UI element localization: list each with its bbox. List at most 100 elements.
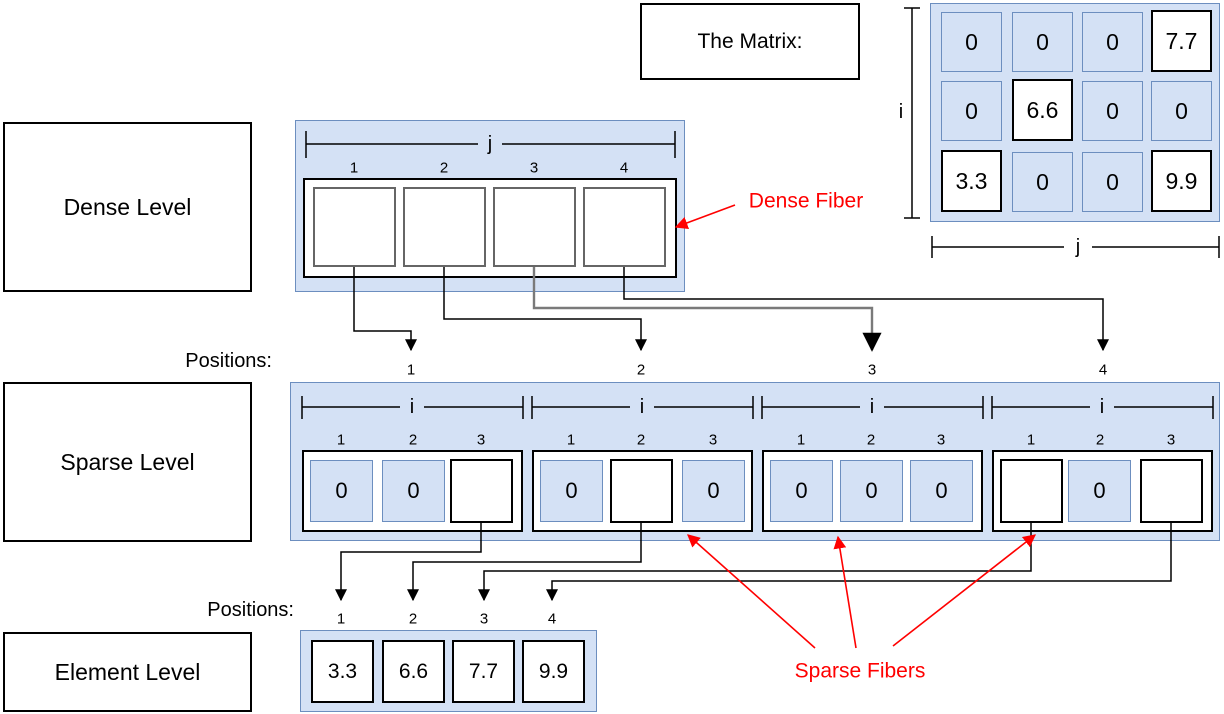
matrix-value: 0 <box>1106 28 1119 55</box>
matrix-cell-r1c1: 0 <box>941 12 1002 72</box>
matrix-cell-r3c3: 0 <box>1082 152 1143 212</box>
cell-value: 0 <box>565 478 578 503</box>
dense-position-3: 3 <box>529 159 539 177</box>
dense-position-2: 2 <box>439 159 449 177</box>
sparse-position-4: 4 <box>1098 361 1108 379</box>
element-position-1: 1 <box>336 610 346 628</box>
matrix-value: 0 <box>1175 97 1188 124</box>
sparse-level-label: Sparse Level <box>60 448 195 475</box>
dense-slot-2 <box>403 187 486 267</box>
matrix-value: 0 <box>1036 28 1049 55</box>
g1-index-1: 1 <box>336 431 346 449</box>
matrix-value: 0 <box>965 97 978 124</box>
element-position-4: 4 <box>547 610 557 628</box>
element-positions-caption: Positions: <box>207 599 294 621</box>
element-value-2: 6.6 <box>382 640 445 703</box>
g3-cell-2: 0 <box>840 460 903 522</box>
g3-index-3: 3 <box>936 431 946 449</box>
matrix-cell-r1c2: 0 <box>1012 12 1073 72</box>
cell-value: 0 <box>407 478 420 503</box>
cell-value: 6.6 <box>398 659 429 683</box>
g4-index-2: 2 <box>1095 431 1105 449</box>
g2-index-3: 3 <box>708 431 718 449</box>
dense-axis-label: j <box>487 133 493 155</box>
dense-slot-3 <box>493 187 576 267</box>
g2-index-1: 1 <box>566 431 576 449</box>
g4-index-3: 3 <box>1166 431 1176 449</box>
sparse-fiber-arrow-3 <box>892 534 1037 647</box>
g2-cell-2 <box>610 459 673 523</box>
element-value-1: 3.3 <box>311 640 374 703</box>
matrix-value: 6.6 <box>1026 96 1059 123</box>
sparse-position-3: 3 <box>867 361 877 379</box>
matrix-value: 0 <box>1106 168 1119 195</box>
g1-cell-2: 0 <box>382 460 445 522</box>
matrix-value: 9.9 <box>1165 167 1198 194</box>
matrix-cell-r3c2: 0 <box>1012 152 1073 212</box>
sparse-position-2: 2 <box>636 361 646 379</box>
sparse-fiber-arrow-2 <box>833 535 857 649</box>
cell-value: 7.7 <box>468 659 499 683</box>
sparse-fiber-arrow-1 <box>687 534 816 649</box>
matrix-cell-r2c3: 0 <box>1082 81 1143 141</box>
cell-value: 0 <box>935 478 948 503</box>
cell-value: 0 <box>1093 478 1106 503</box>
element-value-4: 9.9 <box>522 640 585 703</box>
matrix-row-axis-label: i <box>898 101 904 123</box>
g1-index-2: 2 <box>408 431 418 449</box>
g3-cell-1: 0 <box>770 460 833 522</box>
element-position-3: 3 <box>479 610 489 628</box>
cell-value: 0 <box>335 478 348 503</box>
g4-cell-3 <box>1140 459 1203 523</box>
g2-index-2: 2 <box>636 431 646 449</box>
cell-value: 0 <box>865 478 878 503</box>
g2-cell-3: 0 <box>682 460 745 522</box>
sparse-group3-axis-label: i <box>869 396 875 418</box>
g4-cell-2: 0 <box>1068 460 1131 522</box>
cell-value: 0 <box>707 478 720 503</box>
g1-index-3: 3 <box>476 431 486 449</box>
dense-position-4: 4 <box>619 159 629 177</box>
g2-cell-1: 0 <box>540 460 603 522</box>
matrix-value: 0 <box>1036 168 1049 195</box>
matrix-col-axis-label: j <box>1075 236 1081 258</box>
matrix-cell-r2c2: 6.6 <box>1012 79 1073 141</box>
g1-cell-3 <box>450 459 513 523</box>
g4-index-1: 1 <box>1026 431 1036 449</box>
cell-value: 3.3 <box>327 659 358 683</box>
matrix-cell-r3c4: 9.9 <box>1151 150 1212 212</box>
matrix-value: 3.3 <box>955 167 988 194</box>
sparse-group2-axis-label: i <box>639 396 645 418</box>
g3-cell-3: 0 <box>910 460 973 522</box>
matrix-value: 0 <box>1106 97 1119 124</box>
dense-slot-1 <box>313 187 396 267</box>
matrix-cell-r1c4: 7.7 <box>1151 10 1212 72</box>
dense-slot-4 <box>583 187 666 267</box>
sparse-group1-axis-label: i <box>409 396 415 418</box>
matrix-title: The Matrix: <box>697 29 803 53</box>
g3-index-2: 2 <box>866 431 876 449</box>
sparse-position-1: 1 <box>406 361 416 379</box>
matrix-i-bracket <box>904 7 920 219</box>
dense-level-box: Dense Level <box>3 122 252 292</box>
element-position-2: 2 <box>408 610 418 628</box>
element-value-3: 7.7 <box>452 640 515 703</box>
element-level-label: Element Level <box>54 658 201 685</box>
matrix-cell-r1c3: 0 <box>1082 12 1143 72</box>
matrix-value: 0 <box>965 28 978 55</box>
cell-value: 0 <box>795 478 808 503</box>
sparse-group4-axis-label: i <box>1099 396 1105 418</box>
matrix-title-box: The Matrix: <box>640 3 860 80</box>
dense-position-1: 1 <box>349 159 359 177</box>
g4-cell-1 <box>1000 459 1063 523</box>
cell-value: 9.9 <box>538 659 569 683</box>
matrix-cell-r2c4: 0 <box>1151 81 1212 141</box>
sparse-fibers-annotation: Sparse Fibers <box>794 659 926 683</box>
g1-cell-1: 0 <box>310 460 373 522</box>
g3-index-1: 1 <box>796 431 806 449</box>
matrix-cell-r2c1: 0 <box>941 81 1002 141</box>
matrix-value: 7.7 <box>1165 27 1198 54</box>
matrix-cell-r3c1: 3.3 <box>941 150 1002 212</box>
dense-level-label: Dense Level <box>63 193 192 220</box>
